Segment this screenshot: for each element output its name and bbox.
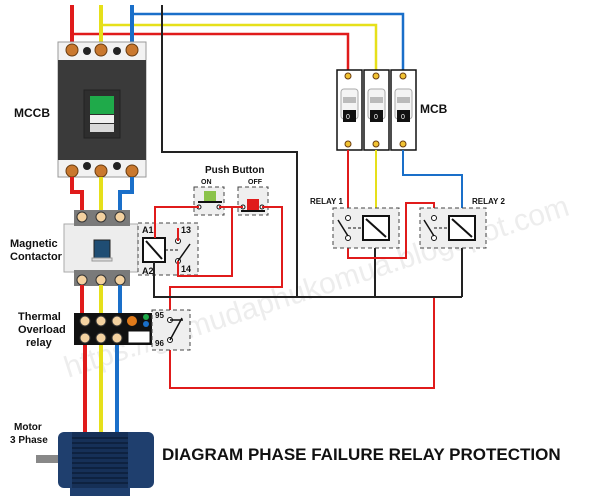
supply-lines	[70, 5, 405, 297]
neutral-wiring	[153, 248, 463, 298]
off-button[interactable]	[237, 186, 269, 216]
relay-2	[419, 207, 487, 249]
mcb-label: MCB	[420, 102, 448, 116]
relay-1	[332, 207, 400, 249]
contactor-coil-and-aux	[137, 222, 199, 276]
on-label: ON	[201, 179, 212, 186]
watermark: https://gilimudaphukomua.blogspot.com	[60, 190, 573, 385]
aux-13-label: 13	[181, 225, 191, 235]
diagram-title: DIAGRAM PHASE FAILURE RELAY PROTECTION	[162, 445, 561, 464]
aux-14-label: 14	[181, 264, 191, 274]
magnetic-contactor	[63, 210, 139, 286]
mccb	[57, 41, 147, 178]
mcb	[336, 69, 417, 151]
mccb-terminals-top	[65, 43, 139, 57]
mccb-to-contactor-wires	[70, 177, 134, 212]
coil-a1-label: A1	[142, 225, 154, 235]
off-label: OFF	[248, 179, 263, 186]
relay2-label: RELAY 2	[472, 197, 505, 206]
on-button[interactable]	[193, 186, 225, 216]
mcb-pole-3	[390, 69, 417, 151]
mcb-pole-1-indicator: 0	[346, 114, 350, 121]
contactor-label-line1: Magnetic	[10, 238, 58, 250]
mcb-pole-1	[336, 69, 363, 151]
mccb-label: MCCB	[14, 106, 50, 120]
coil-a2-label: A2	[142, 266, 154, 276]
thermal-overload-relay	[74, 313, 152, 345]
contact-96-label: 96	[155, 339, 164, 348]
mcb-pole-3-indicator: 0	[401, 114, 405, 121]
relay1-label: RELAY 1	[310, 197, 343, 206]
overload-label-line2: Overload	[18, 324, 66, 336]
overload-label-line1: Thermal	[18, 311, 61, 323]
contact-95-label: 95	[155, 311, 164, 320]
motor-label-line1: Motor	[14, 422, 42, 433]
mcb-to-relay-wires	[347, 150, 463, 259]
load-wires	[80, 285, 122, 432]
contactor-label-line2: Contactor	[10, 251, 63, 263]
push-button-label: Push Button	[205, 165, 264, 176]
mcb-pole-2-indicator: 0	[374, 114, 378, 121]
motor-label-line2: 3 Phase	[10, 435, 48, 446]
overload-label-line3: relay	[26, 337, 53, 349]
mcb-pole-2	[363, 69, 390, 151]
motor	[36, 432, 154, 496]
overload-contact-95-96	[151, 309, 191, 351]
